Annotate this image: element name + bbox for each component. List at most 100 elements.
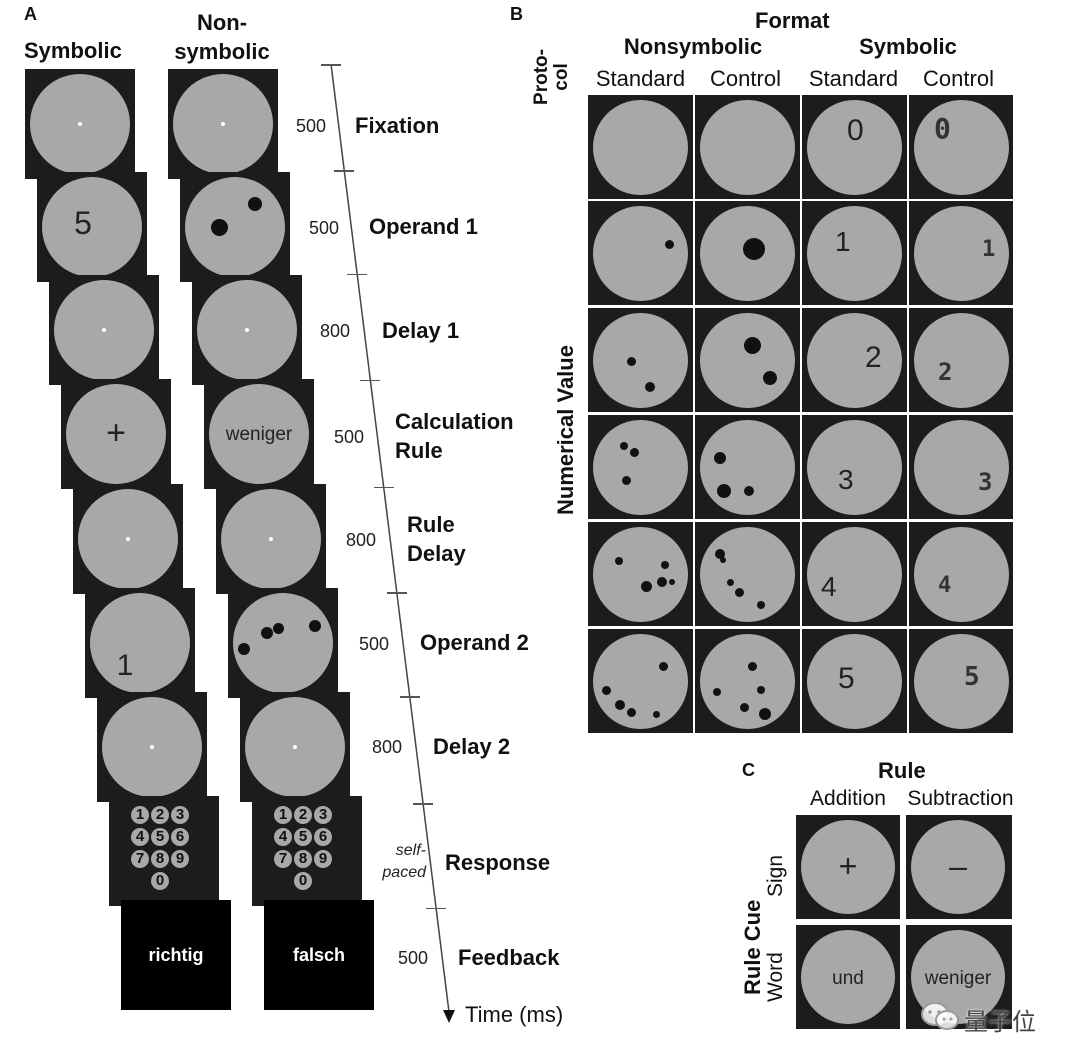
time-axis-label: Time (ms) — [465, 1002, 564, 1027]
dot — [740, 703, 749, 712]
dot — [261, 627, 273, 639]
digit-0: 0 — [847, 114, 864, 147]
grid-sym-standard-2: 2 — [802, 308, 907, 412]
fixation-point — [102, 328, 106, 332]
stage-calculation-rule: Calculation Rule — [395, 409, 514, 463]
keypad-key-8: 8 — [151, 850, 169, 868]
time-tick — [373, 486, 394, 489]
dot — [630, 448, 639, 457]
segment-digit-5: 5 — [964, 662, 980, 692]
grid-nonsym-control-5 — [695, 629, 800, 733]
rule-word-weniger: weniger — [225, 424, 293, 445]
segment-digit-1: 1 — [982, 237, 996, 262]
dot — [720, 557, 726, 563]
cue-sign-addition: + — [796, 815, 900, 919]
duration-fixation: 500 — [296, 116, 327, 136]
dot — [715, 549, 725, 559]
dot — [309, 620, 321, 632]
grid-nonsym-standard-4 — [588, 522, 693, 626]
subtraction-header: Subtraction — [907, 787, 1014, 810]
dot — [661, 561, 669, 569]
dot — [744, 337, 761, 354]
dot — [757, 686, 765, 694]
operand2-digit: 1 — [116, 649, 134, 682]
segment-digit-3: 3 — [978, 468, 993, 496]
time-tick — [426, 907, 447, 910]
dot — [727, 579, 734, 586]
keypad-key-6: 6 — [314, 828, 332, 846]
dot — [659, 662, 668, 671]
fixation-point — [150, 745, 154, 749]
grid-nonsym-control-3 — [695, 415, 800, 519]
sign-label: Sign — [764, 854, 787, 897]
dot — [602, 686, 611, 695]
duration-calculation-rule: 500 — [334, 427, 365, 447]
dot — [717, 484, 731, 498]
time-tick — [334, 170, 355, 172]
dot — [620, 442, 628, 450]
feedback-falsch: falsch — [292, 945, 346, 965]
symbolic-header: Symbolic — [859, 34, 957, 59]
dot — [665, 240, 674, 249]
plus-sign: + — [106, 414, 126, 452]
keypad-key-5: 5 — [294, 828, 312, 846]
stage-response: Response — [445, 850, 551, 875]
fixation-point — [78, 122, 82, 126]
duration-rule-delay: 800 — [346, 530, 377, 550]
dot — [744, 486, 754, 496]
digit-3: 3 — [838, 464, 854, 495]
keypad-key-9: 9 — [171, 850, 189, 868]
segment-digit-2: 2 — [938, 358, 953, 386]
symbolic-rule-delay-card — [73, 484, 183, 594]
symbolic-column-header: Symbolic — [24, 38, 122, 63]
dot — [615, 700, 625, 710]
grid-nonsym-standard-0 — [588, 95, 693, 199]
symbolic-delay2-card — [97, 692, 207, 802]
numerical-value-label: Numerical Value — [553, 345, 578, 515]
dot — [713, 688, 721, 696]
grid-sym-standard-5: 5 — [802, 629, 907, 733]
wechat-icon — [921, 1002, 959, 1030]
keypad-key-2: 2 — [151, 806, 169, 824]
plus-sign: + — [838, 848, 858, 884]
fixation-point — [293, 745, 297, 749]
digit-5: 5 — [838, 662, 855, 695]
nonsymbolic-rule-card: weniger — [204, 379, 314, 489]
dot — [669, 579, 675, 585]
dot — [653, 711, 660, 718]
keypad-key-0: 0 — [151, 872, 169, 890]
duration-operand1: 500 — [309, 218, 340, 238]
grid-sym-standard-0: 0 — [802, 95, 907, 199]
dot — [759, 708, 771, 720]
stage-delay2: Delay 2 — [433, 734, 511, 759]
nonsymbolic-operand2-card — [228, 588, 338, 698]
word-weniger: weniger — [924, 968, 992, 989]
format-title: Format — [755, 8, 830, 33]
grid-nonsym-standard-1 — [588, 201, 693, 305]
dot — [238, 643, 250, 655]
time-tick — [360, 379, 381, 382]
word-und: und — [832, 968, 864, 989]
keypad-key-3: 3 — [314, 806, 332, 824]
duration-delay2: 800 — [372, 737, 403, 757]
keypad-key-2: 2 — [294, 806, 312, 824]
grid-sym-control-0: 0 — [909, 95, 1013, 199]
dot — [763, 371, 777, 385]
nonsymbolic-column-header: Non- symbolic — [174, 10, 270, 64]
grid-nonsym-control-0 — [695, 95, 800, 199]
duration-delay1: 800 — [320, 321, 351, 341]
nonsymbolic-rule-delay-card — [216, 484, 326, 594]
grid-nonsym-control-1 — [695, 201, 800, 305]
stage-feedback: Feedback — [458, 945, 560, 970]
duration-operand2: 500 — [359, 634, 390, 654]
symbolic-fixation-card — [25, 69, 135, 179]
stage-operand1: Operand 1 — [369, 214, 478, 239]
time-tick — [386, 592, 407, 594]
dot — [273, 623, 284, 634]
dot — [645, 382, 655, 392]
segment-digit-4: 4 — [938, 573, 952, 598]
nonsymbolic-fixation-card — [168, 69, 278, 179]
nonsymbolic-header: Nonsymbolic — [623, 34, 763, 59]
protocol-label: Proto- col — [531, 49, 572, 105]
